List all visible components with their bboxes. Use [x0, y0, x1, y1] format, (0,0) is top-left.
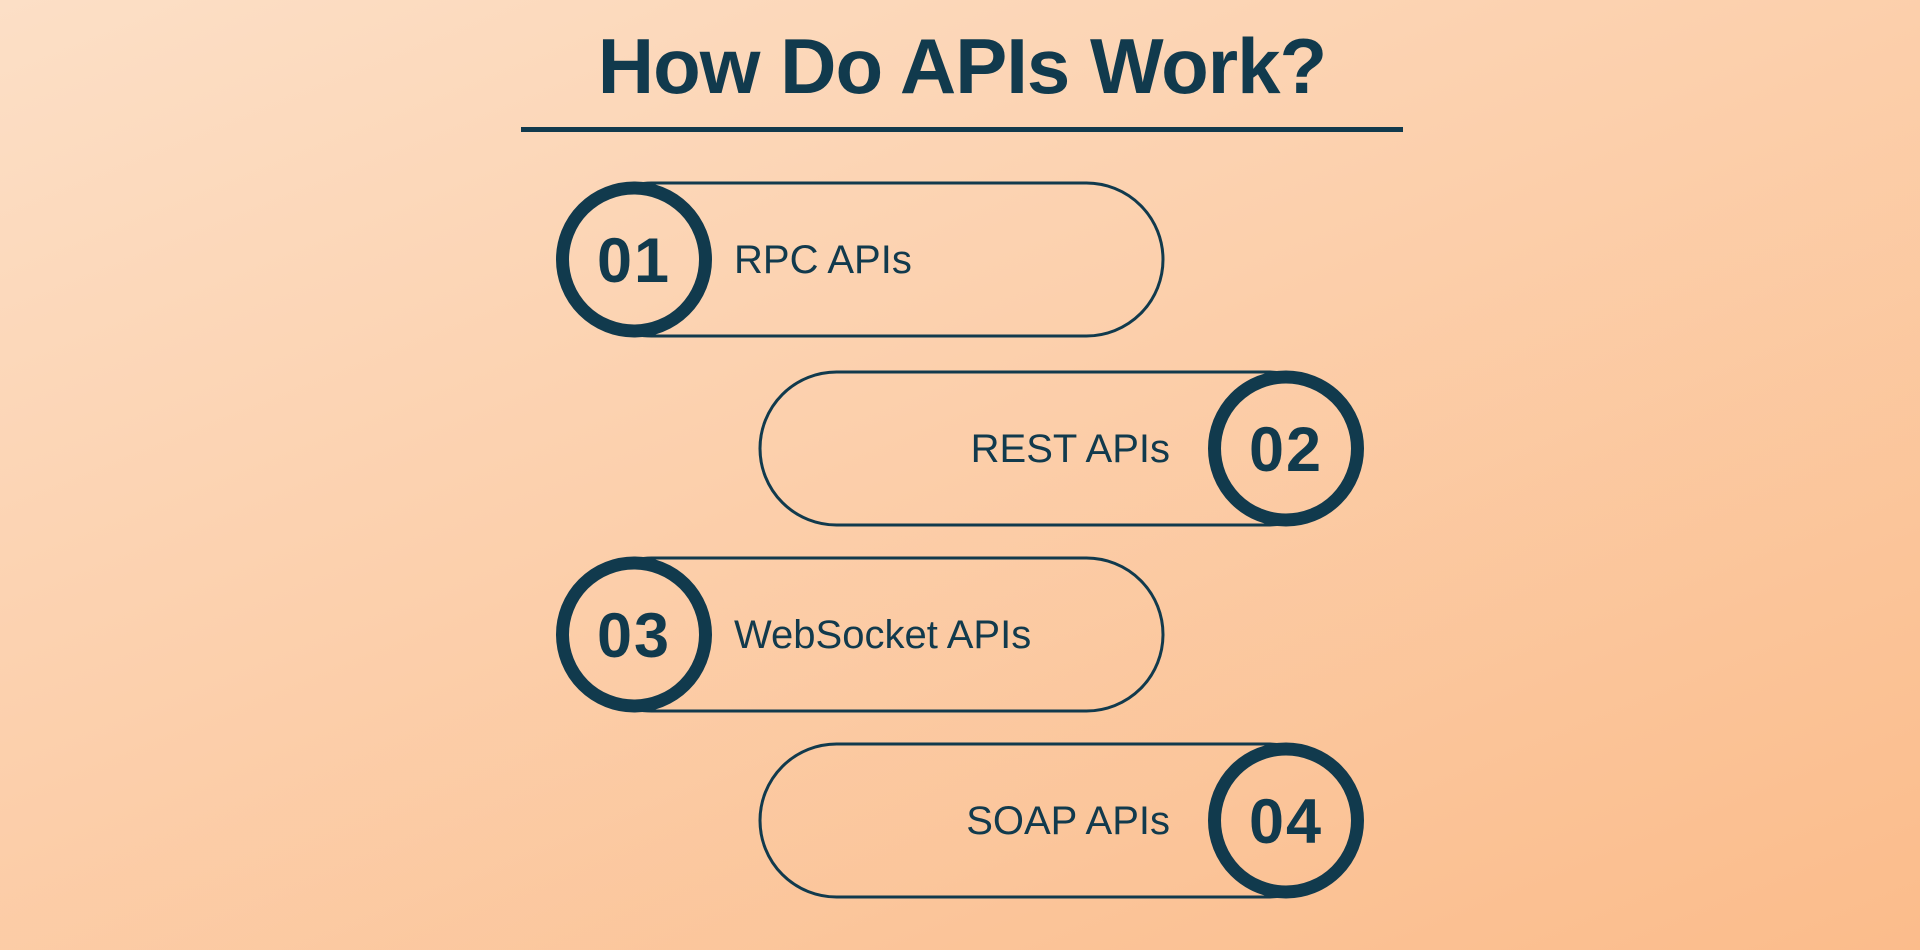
- api-item-1: 01 RPC APIs: [556, 181, 1165, 338]
- item-label: SOAP APIs: [966, 799, 1170, 843]
- item-number: 01: [597, 226, 671, 296]
- number-circle: [556, 181, 712, 338]
- api-item-4: 04 SOAP APIs: [758, 742, 1364, 899]
- title-underline: [521, 127, 1403, 132]
- page-title: How Do APIs Work?: [598, 22, 1326, 110]
- number-circle: [1208, 742, 1364, 899]
- api-item-3: 03 WebSocket APIs: [556, 556, 1165, 713]
- number-circle: [556, 556, 712, 713]
- item-label: REST APIs: [971, 427, 1170, 471]
- item-number: 04: [1249, 787, 1323, 857]
- number-circle: [1208, 370, 1364, 527]
- api-item-2: 02 REST APIs: [758, 370, 1364, 527]
- item-label: RPC APIs: [734, 238, 912, 282]
- item-number: 02: [1249, 415, 1323, 485]
- item-label: WebSocket APIs: [734, 613, 1031, 657]
- item-number: 03: [597, 601, 671, 671]
